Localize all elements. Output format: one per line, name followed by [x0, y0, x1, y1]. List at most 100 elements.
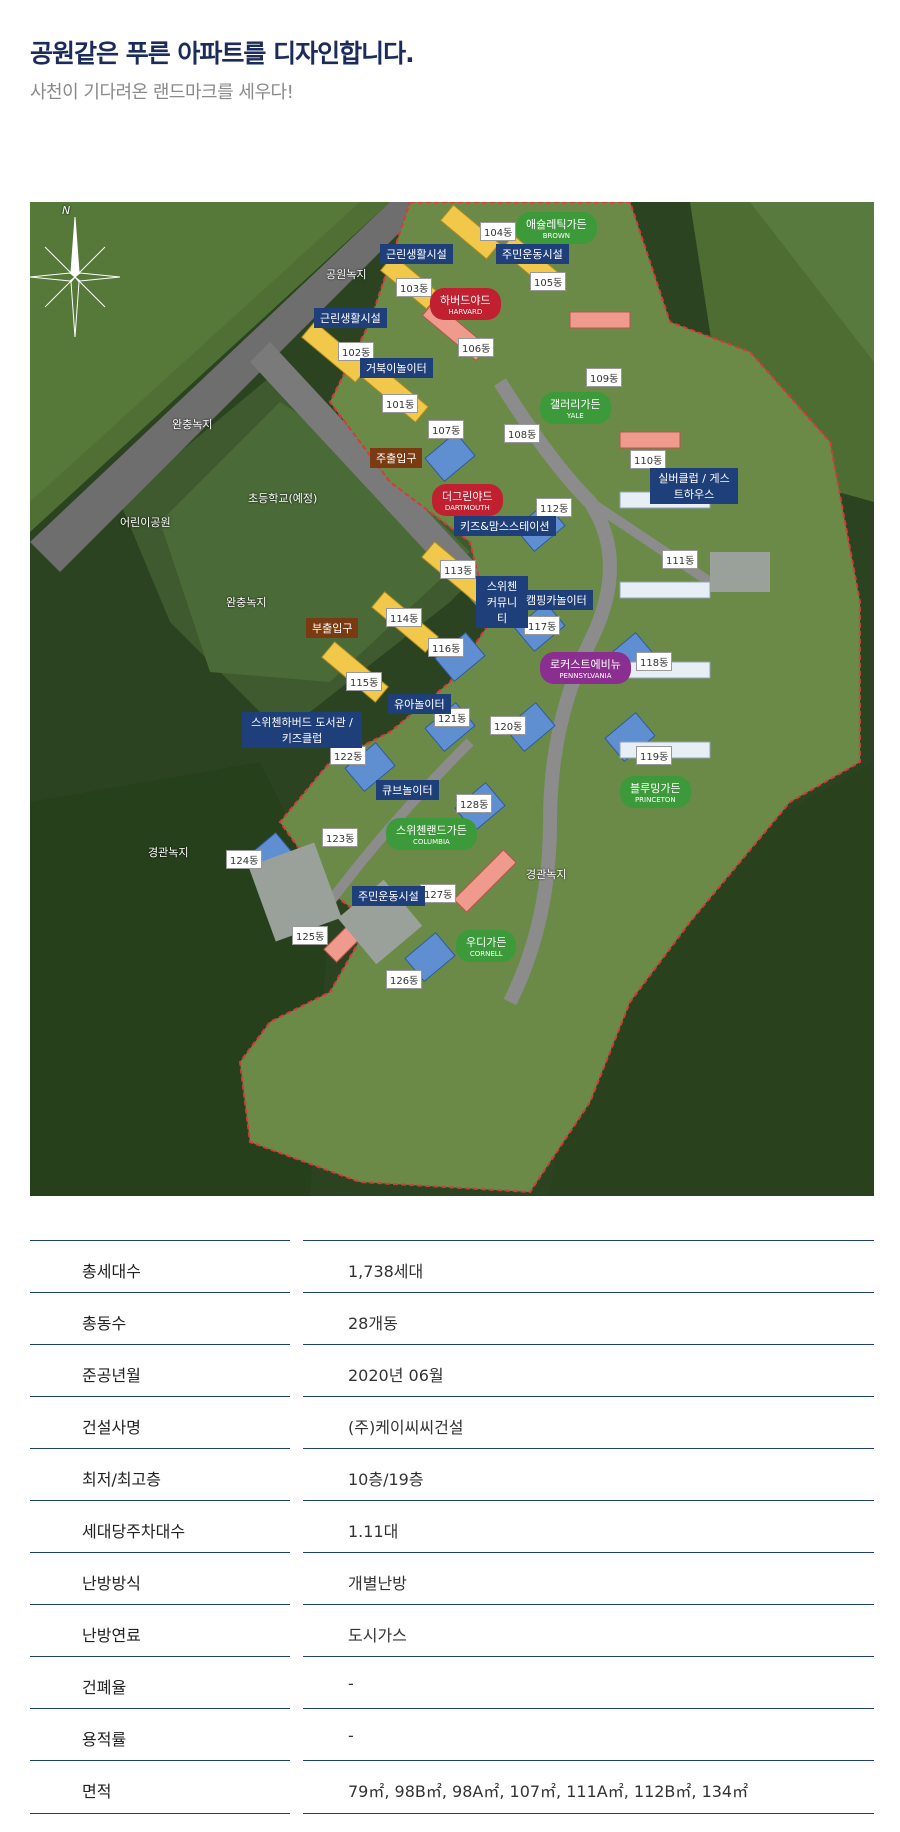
info-key: 최저/최고층 — [82, 1470, 161, 1489]
area-label: 경관녹지 — [148, 846, 189, 859]
info-key-cell: 총동수 — [30, 1292, 290, 1345]
info-value-cell: 10층/19층 — [303, 1448, 874, 1501]
dong-label: 105동 — [530, 272, 567, 291]
dong-label: 122동 — [330, 746, 367, 765]
info-key: 면적 — [82, 1782, 112, 1801]
info-value: - — [348, 1674, 354, 1693]
dong-label: 116동 — [428, 638, 465, 657]
info-key-cell: 용적률 — [30, 1708, 290, 1761]
info-key: 총동수 — [82, 1314, 127, 1333]
area-label: 초등학교(예정) — [248, 492, 318, 505]
dong-label: 119동 — [636, 746, 673, 765]
facility-label: 근린생활시설 — [380, 244, 453, 264]
dong-label: 107동 — [428, 420, 465, 439]
info-key-cell: 난방방식 — [30, 1552, 290, 1605]
info-row: 건설사명 (주)케이씨씨건설 — [30, 1396, 874, 1448]
info-value: 도시가스 — [348, 1626, 407, 1645]
info-key: 세대당주차대수 — [82, 1522, 186, 1541]
dong-label: 114동 — [386, 608, 423, 627]
main-entrance-label: 주출입구 — [370, 448, 423, 468]
info-key-cell: 난방연료 — [30, 1604, 290, 1657]
info-value: 28개동 — [348, 1314, 398, 1333]
facility-label: 캠핑카놀이터 — [520, 590, 593, 610]
dong-label: 128동 — [456, 794, 493, 813]
info-value: 1,738세대 — [348, 1262, 424, 1281]
info-value: 개별난방 — [348, 1574, 407, 1593]
info-value: 2020년 06월 — [348, 1366, 444, 1385]
info-row: 최저/최고층 10층/19층 — [30, 1448, 874, 1500]
info-key-cell: 준공년월 — [30, 1344, 290, 1397]
info-row: 건폐율 - — [30, 1656, 874, 1708]
facility-label: 스위첸하버드 도서관 / 키즈클럽 — [242, 712, 362, 748]
info-row: 용적률 - — [30, 1708, 874, 1760]
dong-label: 106동 — [458, 338, 495, 357]
info-key: 난방방식 — [82, 1574, 141, 1593]
info-key-cell: 면적 — [30, 1760, 290, 1814]
info-key-cell: 총세대수 — [30, 1240, 290, 1293]
facility-label: 근린생활시설 — [314, 308, 387, 328]
dong-label: 101동 — [382, 394, 419, 413]
dong-label: 103동 — [396, 278, 433, 297]
area-label: 경관녹지 — [526, 868, 567, 881]
dong-label: 125동 — [292, 926, 329, 945]
dong-label: 120동 — [490, 716, 527, 735]
facility-label: 유아놀이터 — [388, 694, 451, 714]
info-value-cell: (주)케이씨씨건설 — [303, 1396, 874, 1449]
sub-entrance-label: 부출입구 — [306, 618, 359, 638]
info-value-cell: 1,738세대 — [303, 1240, 874, 1293]
site-plan-drawing — [30, 202, 874, 1196]
info-row: 총동수 28개동 — [30, 1292, 874, 1344]
info-value-cell: 1.11대 — [303, 1500, 874, 1553]
info-value: 1.11대 — [348, 1522, 399, 1541]
dong-label: 109동 — [586, 368, 623, 387]
page-title: 공원같은 푸른 아파트를 디자인합니다. — [30, 39, 415, 68]
dong-label: 104동 — [480, 222, 517, 241]
info-value: 79㎡, 98B㎡, 98A㎡, 107㎡, 111A㎡, 112B㎡, 134… — [348, 1782, 749, 1801]
info-key: 건설사명 — [82, 1418, 141, 1437]
info-value: 10층/19층 — [348, 1470, 424, 1489]
dong-label: 117동 — [524, 616, 561, 635]
area-label: 완충녹지 — [226, 596, 267, 609]
info-value-cell: 2020년 06월 — [303, 1344, 874, 1397]
page-header: 공원같은 푸른 아파트를 디자인합니다. 사천이 기다려온 랜드마크를 세우다! — [30, 34, 415, 104]
info-key: 건폐율 — [82, 1678, 127, 1697]
info-row: 면적 79㎡, 98B㎡, 98A㎡, 107㎡, 111A㎡, 112B㎡, 1… — [30, 1760, 874, 1814]
facility-label: 거북이놀이터 — [360, 358, 433, 378]
area-label: 어린이공원 — [120, 516, 171, 529]
info-value-cell: 개별난방 — [303, 1552, 874, 1605]
north-label: N — [62, 204, 71, 217]
dong-label: 111동 — [662, 550, 699, 569]
dong-label: 110동 — [630, 450, 667, 469]
info-row: 난방연료 도시가스 — [30, 1604, 874, 1656]
info-row: 세대당주차대수 1.11대 — [30, 1500, 874, 1552]
dong-label: 124동 — [226, 850, 263, 869]
site-plan-map: N 104동 103동 105동 106동 102동 109동 101동 107… — [30, 202, 874, 1196]
info-value-cell: - — [303, 1656, 874, 1709]
info-value: (주)케이씨씨건설 — [348, 1418, 464, 1437]
compass-icon — [30, 216, 121, 338]
facility-label: 키즈&맘스스테이션 — [454, 516, 556, 536]
dong-label: 115동 — [346, 672, 383, 691]
dong-label: 102동 — [338, 342, 375, 361]
dong-label: 118동 — [636, 652, 673, 671]
dong-label: 112동 — [536, 498, 573, 517]
dong-label: 126동 — [386, 970, 423, 989]
info-row: 준공년월 2020년 06월 — [30, 1344, 874, 1396]
info-value-cell: 도시가스 — [303, 1604, 874, 1657]
info-row: 총세대수 1,738세대 — [30, 1240, 874, 1292]
info-value-cell: 79㎡, 98B㎡, 98A㎡, 107㎡, 111A㎡, 112B㎡, 134… — [303, 1760, 874, 1814]
info-key-cell: 최저/최고층 — [30, 1448, 290, 1501]
dong-label: 127동 — [420, 884, 457, 903]
area-label: 공원녹지 — [326, 268, 367, 281]
facility-label: 큐브놀이터 — [376, 780, 439, 800]
info-value-cell: - — [303, 1708, 874, 1761]
info-value: - — [348, 1726, 354, 1745]
page-subtitle: 사천이 기다려온 랜드마크를 세우다! — [30, 82, 294, 103]
